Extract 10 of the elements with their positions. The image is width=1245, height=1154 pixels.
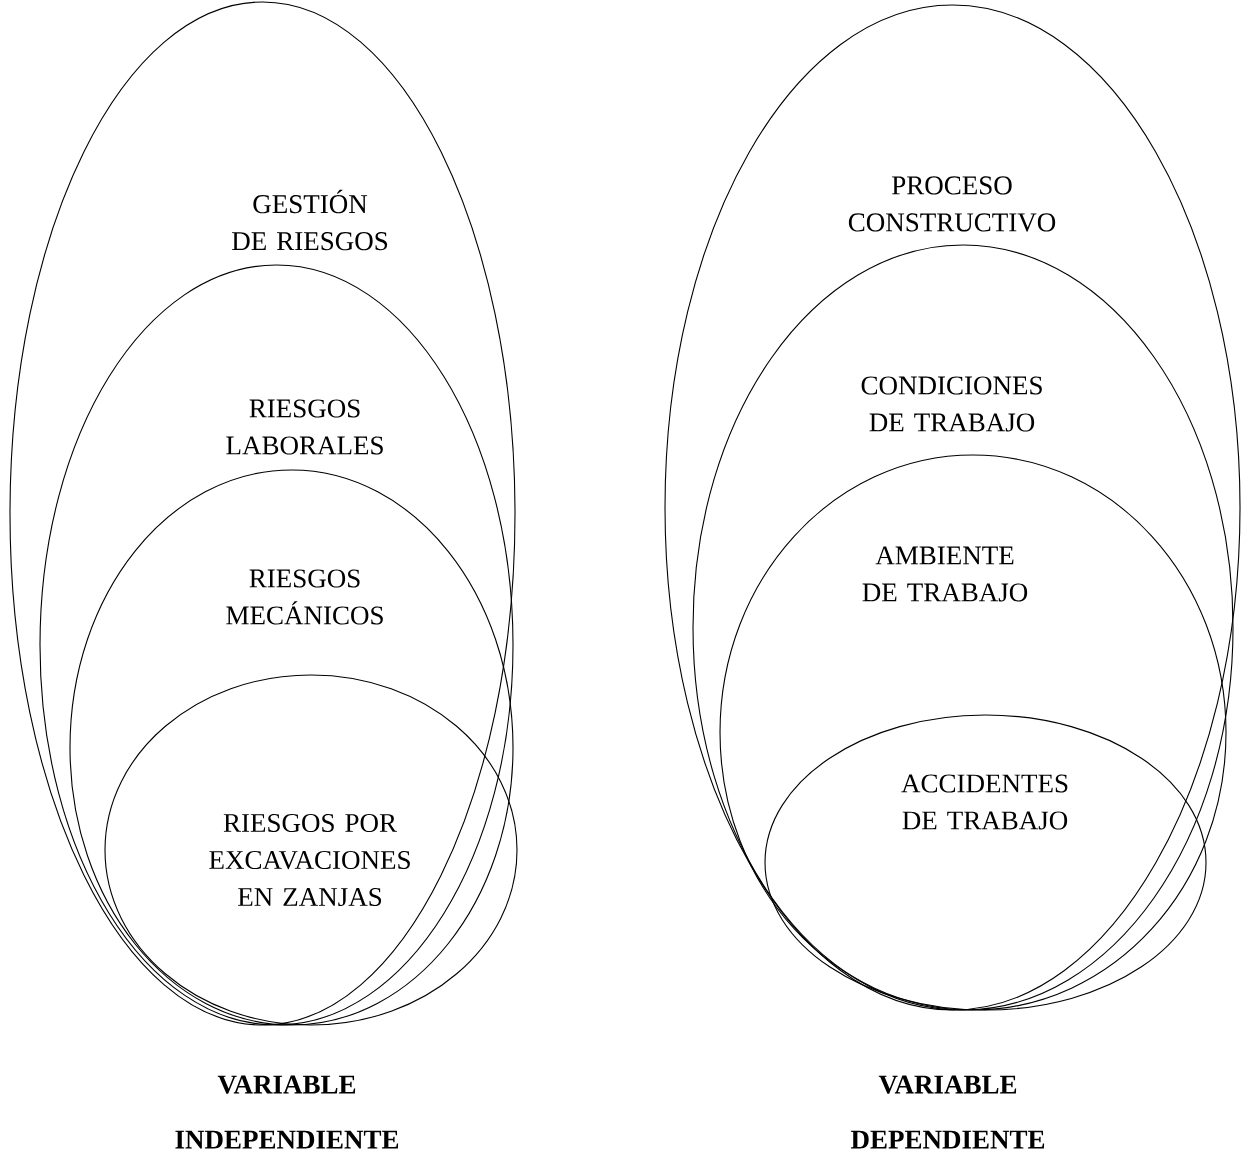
ellipse-label: ACCIDENTES DE TRABAJO xyxy=(901,774,1068,830)
variable-label: VARIABLE DEPENDIENTE xyxy=(850,1075,1045,1149)
ellipse-label: GESTIÓN DE RIESGOS xyxy=(232,189,388,251)
ellipse-label: RIESGOS POR EXCAVACIONES EN ZANJAS xyxy=(209,813,410,907)
variable-label: VARIABLE INDEPENDIENTE xyxy=(175,1075,399,1149)
ellipse-label: PROCESO CONSTRUCTIVO xyxy=(848,176,1056,232)
ellipse-label: AMBIENTE DE TRABAJO xyxy=(862,546,1028,602)
ellipse-label: RIESGOS LABORALES xyxy=(226,399,383,455)
ellipse-label: RIESGOS MECÁNICOS xyxy=(226,569,383,625)
ellipse-label: CONDICIONES DE TRABAJO xyxy=(861,376,1042,432)
